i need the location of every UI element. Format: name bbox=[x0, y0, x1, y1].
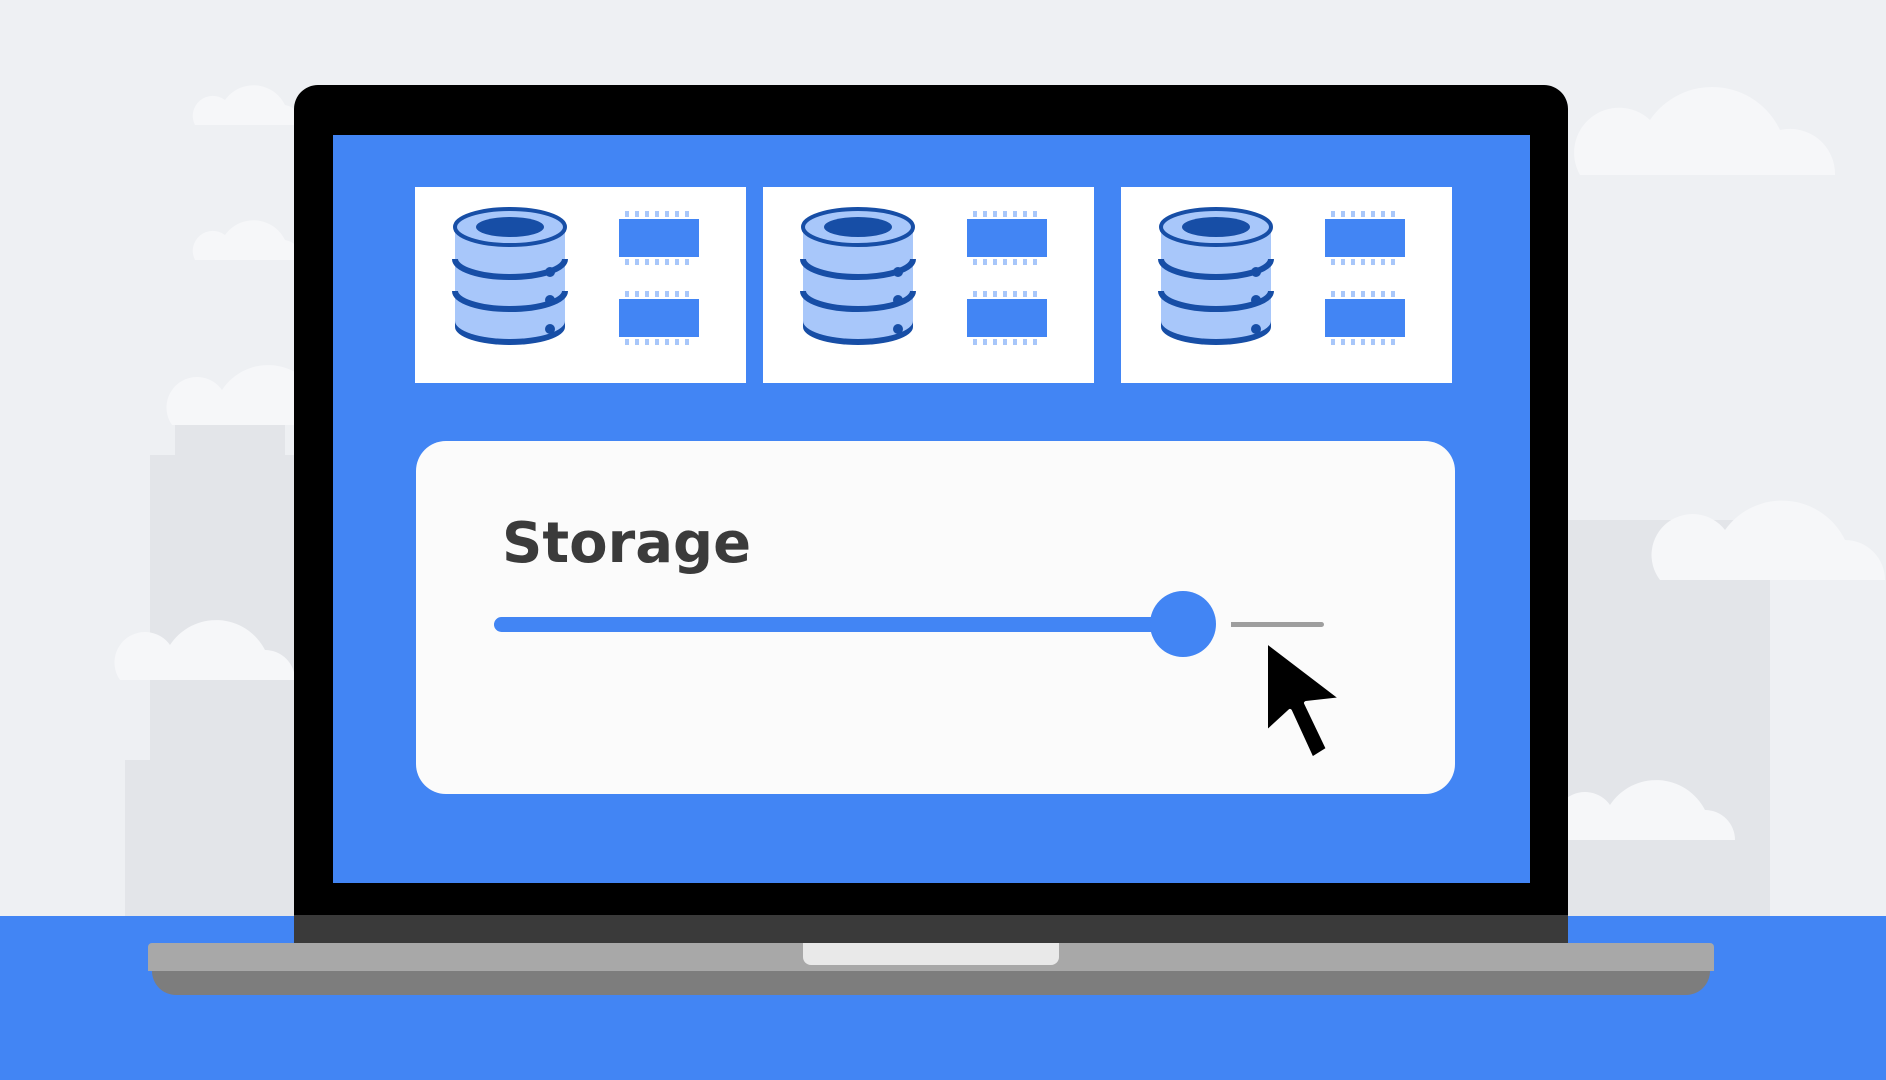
laptop-screen: Storage bbox=[333, 135, 1530, 883]
storage-card: Storage bbox=[416, 441, 1455, 794]
memory-chip-icon bbox=[619, 211, 699, 265]
slider-fill bbox=[494, 617, 1173, 632]
memory-chip-icon bbox=[1325, 211, 1405, 265]
memory-chip-icon bbox=[1325, 291, 1405, 345]
server-tile[interactable] bbox=[763, 187, 1094, 383]
server-tile[interactable] bbox=[415, 187, 746, 383]
storage-title: Storage bbox=[502, 511, 752, 576]
laptop-notch bbox=[803, 943, 1059, 965]
database-icon bbox=[452, 207, 568, 345]
memory-chip-icon bbox=[619, 291, 699, 345]
slider-thumb[interactable] bbox=[1150, 591, 1216, 657]
storage-slider[interactable] bbox=[494, 591, 1324, 657]
mouse-pointer-icon bbox=[1264, 639, 1344, 761]
slider-gap bbox=[1211, 599, 1231, 649]
server-tile[interactable] bbox=[1121, 187, 1452, 383]
database-icon bbox=[1158, 207, 1274, 345]
database-icon bbox=[800, 207, 916, 345]
laptop-hinge bbox=[294, 915, 1568, 943]
laptop-base-bottom bbox=[152, 971, 1710, 995]
memory-chip-icon bbox=[967, 211, 1047, 265]
memory-chip-icon bbox=[967, 291, 1047, 345]
